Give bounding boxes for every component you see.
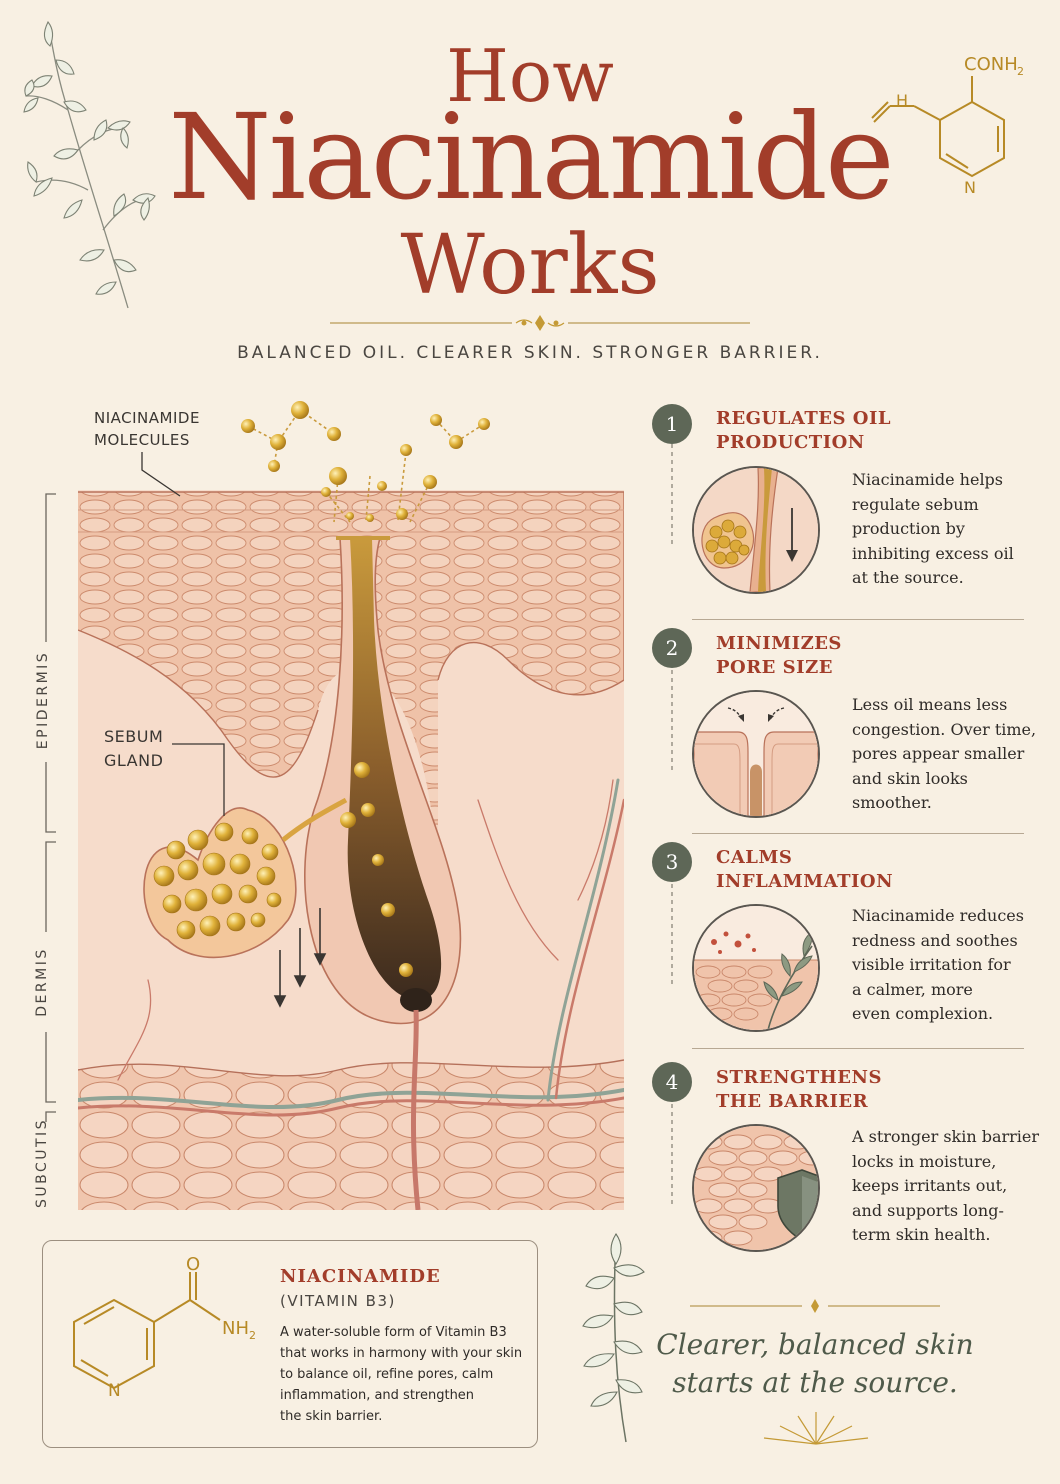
info-desc-line: that works in harmony with your skin: [280, 1346, 523, 1361]
info-box-description: A water-soluble form of Vitamin B3 that …: [280, 1322, 530, 1427]
step-1-desc-line: at the source.: [852, 568, 964, 587]
step-3-title-line-1: CALMS: [716, 847, 793, 868]
step-2-desc-line: smoother.: [852, 793, 932, 812]
closing-line-2: starts at the source.: [672, 1366, 958, 1399]
step-2-desc-line: Less oil means less: [852, 695, 1008, 714]
step-3-title: CALMS INFLAMMATION: [716, 846, 1016, 894]
step-4-title: STRENGTHENS THE BARRIER: [716, 1066, 1016, 1114]
step-1-desc-line: Niacinamide helps: [852, 470, 1004, 489]
step-2-title-line-1: MINIMIZES: [716, 633, 842, 654]
info-desc-line: inflammation, and strengthen: [280, 1388, 475, 1403]
molecule-h-text: H: [896, 91, 908, 110]
label-gland-line-1: SEBUM: [104, 727, 164, 746]
molecule-group-subscript: 2: [1017, 65, 1024, 78]
info-box-title: NIACINAMIDE: [280, 1266, 441, 1287]
molecules-leader-line: [141, 452, 181, 497]
step-divider: [692, 833, 1024, 834]
step-1-title-line-2: PRODUCTION: [716, 432, 865, 453]
title-ornament-divider: [330, 315, 750, 331]
label-molecules-line-2: MOLECULES: [94, 431, 190, 449]
info-desc-line: A water-soluble form of Vitamin B3: [280, 1325, 507, 1340]
step-4-desc-line: keeps irritants out,: [852, 1176, 1008, 1195]
title-line-2: Niacinamide: [168, 88, 895, 226]
closing-line-1: Clearer, balanced skin: [656, 1328, 974, 1361]
niacinamide-molecules-illustration: [241, 401, 490, 523]
step-1-desc-line: production by: [852, 519, 965, 538]
step-4-desc-line: term skin health.: [852, 1225, 991, 1244]
step-4-desc-line: and supports long-: [852, 1200, 1004, 1220]
step-3-title-line-2: INFLAMMATION: [716, 871, 894, 892]
info-desc-line: the skin barrier.: [280, 1409, 383, 1424]
structure-nh-text: NH: [222, 1318, 249, 1339]
step-4-number-badge: 4: [652, 1062, 692, 1102]
step-3-desc-line: visible irritation for: [852, 955, 1011, 974]
label-sebum-gland: SEBUM GLAND: [104, 725, 163, 773]
sunburst-decoration: [763, 1412, 869, 1445]
step-divider: [692, 619, 1024, 620]
step-3-number-badge: 3: [652, 842, 692, 882]
structure-o-text: O: [186, 1254, 200, 1275]
step-2-description: Less oil means less congestion. Over tim…: [852, 693, 1037, 816]
niacinamide-info-box: [42, 1240, 538, 1448]
olive-branch-decoration: [582, 1233, 645, 1443]
step-4-title-line-1: STRENGTHENS: [716, 1067, 882, 1088]
info-box-subtitle: (VITAMIN B3): [280, 1292, 396, 1310]
step-1-title-line-1: REGULATES OIL: [716, 408, 892, 429]
molecule-group-text: CONH: [964, 54, 1018, 75]
niacinamide-structure-icon: O NH 2 N: [73, 1254, 256, 1401]
title-line-3: Works: [400, 218, 660, 313]
step-2-desc-line: congestion. Over time,: [852, 719, 1037, 739]
step-1-oil-gland-icon: [692, 466, 820, 594]
step-1-desc-line: regulate sebum: [852, 494, 979, 514]
step-2-number-badge: 2: [652, 628, 692, 668]
step-2-title-line-2: PORE SIZE: [716, 657, 833, 678]
title-line-1: How: [446, 34, 614, 118]
step-divider: [692, 1048, 1024, 1049]
step-3-description: Niacinamide reduces redness and soothes …: [852, 904, 1032, 1027]
label-gland-line-2: GLAND: [104, 751, 164, 770]
structure-nh-subscript: 2: [249, 1329, 256, 1342]
step-connector-lines: [671, 444, 673, 1208]
layer-brackets: [45, 493, 56, 1122]
layer-label-dermis: DERMIS: [34, 947, 50, 1017]
step-2-desc-line: pores appear smaller: [852, 744, 1025, 763]
label-molecules-line-1: NIACINAMIDE: [94, 409, 200, 427]
step-3-desc-line: redness and soothes: [852, 930, 1018, 950]
step-1-number-badge: 1: [652, 404, 692, 444]
niacinamide-molecule-icon: CONH 2 H N: [871, 54, 1024, 197]
step-3-calming-leaf-icon: [692, 904, 820, 1032]
sebum-gland-leader-line: [172, 743, 225, 816]
molecule-n-text: N: [964, 178, 976, 197]
step-4-description: A stronger skin barrier locks in moistur…: [852, 1125, 1040, 1248]
step-4-title-line-2: THE BARRIER: [716, 1091, 869, 1112]
step-1-desc-line: inhibiting excess oil: [852, 543, 1014, 563]
step-2-title: MINIMIZES PORE SIZE: [716, 632, 1016, 680]
skin-cross-section-diagram: [78, 490, 624, 1210]
step-2-desc-line: and skin looks: [852, 768, 968, 788]
step-1-description: Niacinamide helps regulate sebum product…: [852, 468, 1032, 591]
step-3-desc-line: Niacinamide reduces: [852, 906, 1024, 925]
step-3-desc-line: even complexion.: [852, 1004, 994, 1023]
step-4-desc-line: A stronger skin barrier: [852, 1127, 1040, 1146]
label-niacinamide-molecules: NIACINAMIDE MOLECULES: [94, 407, 200, 451]
structure-n-text: N: [108, 1381, 121, 1401]
step-4-barrier-shield-icon: [692, 1124, 820, 1252]
info-desc-line: to balance oil, refine pores, calm: [280, 1367, 494, 1382]
closing-ornament-divider: [690, 1299, 940, 1313]
step-1-title: REGULATES OIL PRODUCTION: [716, 407, 1016, 455]
layer-label-subcutis: SUBCUTIS: [34, 1117, 50, 1209]
step-4-desc-line: locks in moisture,: [852, 1151, 997, 1171]
step-3-desc-line: a calmer, more: [852, 979, 973, 999]
tagline: BALANCED OIL. CLEARER SKIN. STRONGER BAR…: [237, 343, 823, 363]
layer-label-epidermis: EPIDERMIS: [35, 650, 51, 750]
step-2-pore-icon: [692, 690, 820, 818]
herb-sprig-decoration: [23, 20, 156, 309]
